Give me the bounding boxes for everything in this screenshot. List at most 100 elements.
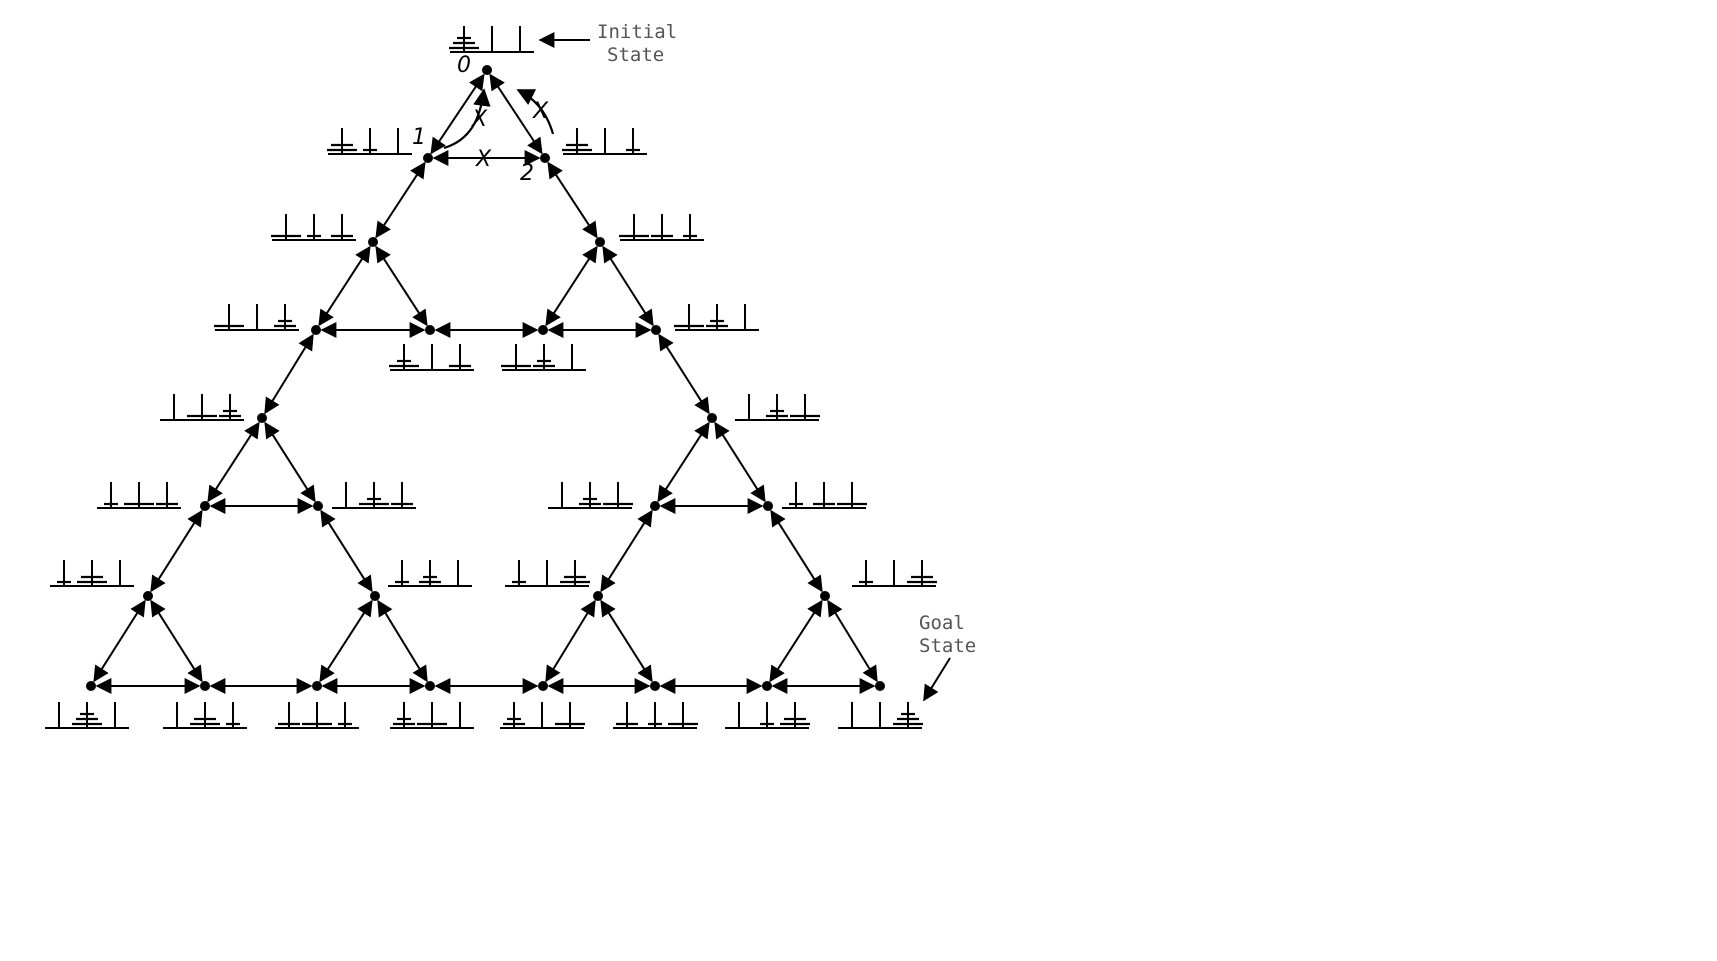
state-node — [423, 153, 433, 163]
transition-edge — [318, 245, 371, 327]
transition-edge — [320, 509, 373, 593]
curved-arrow-2-to-0 — [516, 89, 555, 135]
transition-edge — [600, 509, 653, 593]
transition-edge — [602, 245, 654, 327]
peg-state-icon — [725, 702, 810, 729]
state-node — [200, 681, 210, 691]
peg-state-icon — [505, 560, 590, 587]
peg-state-icon — [390, 702, 474, 729]
state-node — [707, 413, 717, 423]
state-node — [370, 591, 380, 601]
state-node — [425, 325, 435, 335]
transition-edge — [375, 161, 426, 239]
blocked-mark-x: X — [471, 107, 488, 132]
transition-edge — [547, 161, 598, 239]
handwritten-annotations: 0 1 2 X X X — [412, 53, 555, 186]
state-node — [650, 681, 660, 691]
transition-edge — [657, 421, 710, 503]
state-node — [538, 681, 548, 691]
state-node — [593, 591, 603, 601]
peg-state-icon — [501, 344, 586, 371]
state-node — [820, 591, 830, 601]
transition-edge — [375, 245, 428, 327]
peg-state-icon — [500, 702, 585, 729]
transition-edge — [264, 421, 316, 503]
goal-state-label-line1: Goal — [919, 612, 965, 634]
transition-edge — [489, 73, 543, 155]
transition-edge — [827, 599, 878, 683]
goal-state-arrow — [923, 657, 951, 702]
transition-edge — [264, 333, 314, 415]
state-node — [538, 325, 548, 335]
state-node — [368, 237, 378, 247]
state-node — [650, 501, 660, 511]
transition-edge — [319, 599, 373, 683]
state-node — [313, 501, 323, 511]
transition-edge — [770, 509, 823, 593]
state-node — [425, 681, 435, 691]
transition-edge — [150, 599, 203, 683]
peg-state-icon — [50, 560, 134, 587]
peg-state-icon — [388, 560, 472, 587]
node-1-annotation: 1 — [412, 125, 426, 150]
state-node — [312, 681, 322, 691]
initial-state-label-line1: Initial — [597, 21, 677, 43]
transition-edge — [377, 599, 428, 683]
state-node — [482, 65, 492, 75]
state-node — [143, 591, 153, 601]
peg-state-icon — [271, 214, 356, 241]
state-node — [763, 501, 773, 511]
peg-state-icon — [332, 482, 416, 509]
transition-edge — [600, 599, 653, 683]
peg-state-icon — [613, 702, 698, 729]
transition-edge — [207, 421, 260, 503]
transition-edge — [545, 599, 596, 683]
transition-edge — [769, 599, 823, 683]
transition-edge — [545, 245, 598, 327]
state-nodes — [86, 65, 885, 691]
blocked-mark-x: X — [532, 99, 549, 124]
state-node — [86, 681, 96, 691]
peg-state-icon — [214, 304, 299, 331]
state-node — [257, 413, 267, 423]
goal-state-label-line2: State — [919, 635, 976, 657]
goal-state-callout: Goal State — [919, 612, 976, 702]
transition-edge — [150, 509, 203, 593]
peg-state-icon — [852, 560, 937, 587]
peg-state-icon — [449, 26, 534, 53]
peg-state-icon — [160, 394, 244, 421]
peg-state-icon — [548, 482, 633, 509]
node-2-annotation: 2 — [520, 161, 534, 186]
node-0-annotation: 0 — [457, 53, 471, 78]
peg-state-icon — [619, 214, 704, 241]
state-node — [875, 681, 885, 691]
peg-state-icons — [45, 26, 937, 729]
initial-state-label-line2: State — [607, 44, 664, 66]
state-node — [200, 501, 210, 511]
peg-state-icon — [782, 482, 867, 509]
state-node — [595, 237, 605, 247]
state-transition-edges — [93, 73, 878, 694]
state-node — [651, 325, 661, 335]
peg-state-icon — [389, 344, 474, 371]
peg-state-icon — [327, 128, 412, 155]
state-node — [311, 325, 321, 335]
state-node — [540, 153, 550, 163]
initial-state-callout: Initial State — [538, 21, 677, 66]
transition-edge — [93, 599, 146, 683]
blocked-mark-x: X — [475, 147, 492, 172]
peg-state-icon — [163, 702, 247, 729]
transition-edge — [714, 421, 766, 503]
transition-edge — [430, 73, 485, 155]
peg-state-icon — [674, 304, 759, 331]
peg-state-icon — [45, 702, 129, 729]
peg-state-icon — [97, 482, 181, 509]
peg-state-icon — [735, 394, 820, 421]
peg-state-icon — [838, 702, 923, 729]
state-node — [762, 681, 772, 691]
peg-state-icon — [562, 128, 647, 155]
curved-arrow-1-to-0 — [443, 88, 491, 150]
transition-edge — [658, 333, 710, 415]
peg-state-icon — [275, 702, 359, 729]
